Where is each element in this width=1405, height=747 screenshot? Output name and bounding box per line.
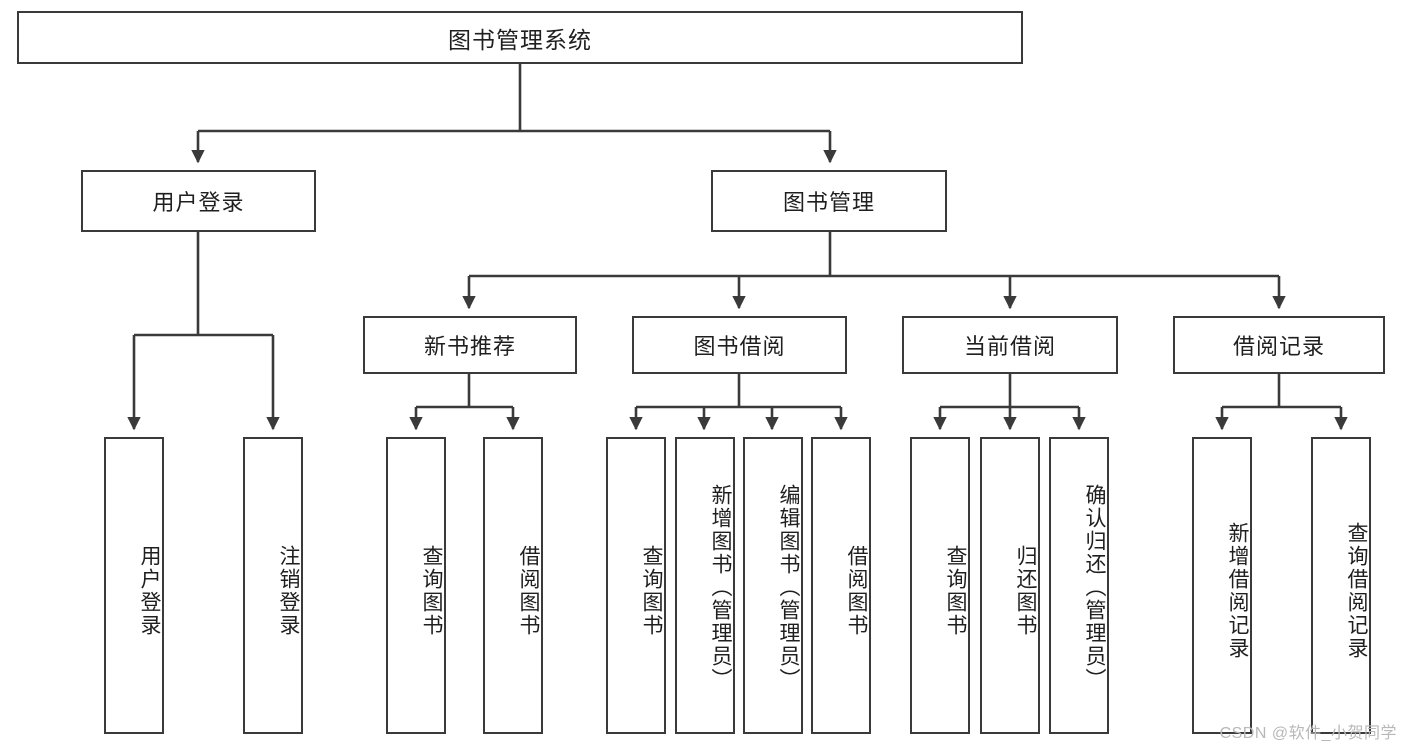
node-new-book-recommend[interactable]: 新书推荐 xyxy=(363,316,577,374)
leaf-borrow-edit-book-admin[interactable]: 编辑图书（管理员） xyxy=(743,437,803,734)
watermark: CSDN @软件_小贺同学 xyxy=(1219,725,1397,742)
leaf-current-query-book[interactable]: 查询图书 xyxy=(910,437,970,734)
node-user-login[interactable]: 用户登录 xyxy=(81,170,316,232)
node-current-borrow[interactable]: 当前借阅 xyxy=(902,316,1118,374)
leaf-borrow-add-book-admin[interactable]: 新增图书（管理员） xyxy=(675,437,735,734)
leaf-current-return-book[interactable]: 归还图书 xyxy=(980,437,1040,734)
leaf-borrow-query-book[interactable]: 查询图书 xyxy=(606,437,666,734)
node-book-borrow[interactable]: 图书借阅 xyxy=(632,316,847,374)
leaf-user-login-signout[interactable]: 注销登录 xyxy=(243,437,303,734)
node-borrow-record[interactable]: 借阅记录 xyxy=(1173,316,1385,374)
node-book-management[interactable]: 图书管理 xyxy=(711,170,947,232)
leaf-recommend-query-book[interactable]: 查询图书 xyxy=(386,437,446,734)
leaf-record-query-borrow-record[interactable]: 查询借阅记录 xyxy=(1311,437,1371,734)
leaf-current-confirm-return-admin[interactable]: 确认归还（管理员） xyxy=(1049,437,1109,734)
leaf-record-add-borrow-record[interactable]: 新增借阅记录 xyxy=(1192,437,1252,734)
leaf-recommend-borrow-book[interactable]: 借阅图书 xyxy=(483,437,543,734)
leaf-user-login-signin[interactable]: 用户登录 xyxy=(104,437,164,734)
node-root-system[interactable]: 图书管理系统 xyxy=(17,11,1023,64)
leaf-borrow-borrow-book[interactable]: 借阅图书 xyxy=(811,437,871,734)
